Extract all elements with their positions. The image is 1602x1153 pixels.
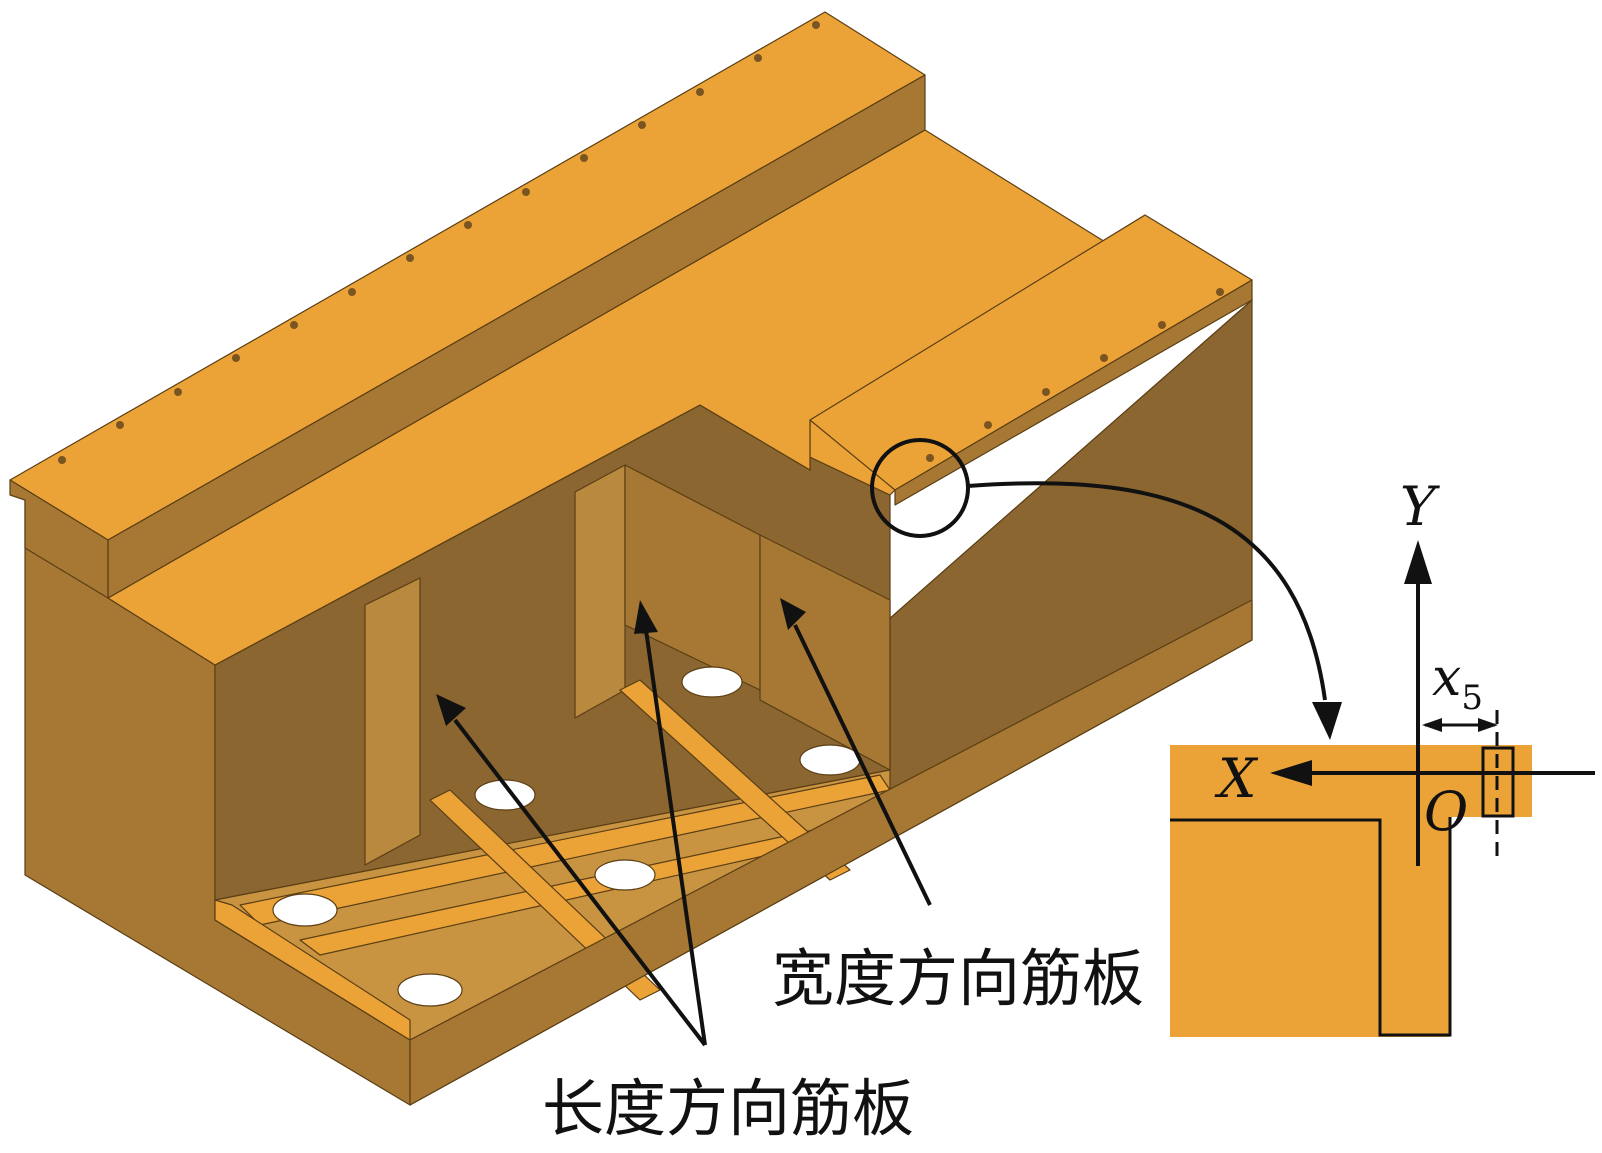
length-rib-label: 长度方向筋板 <box>542 1072 914 1145</box>
x5-label-var: x <box>1432 648 1461 708</box>
machine-bed-model <box>9 11 1253 1106</box>
bolt-hole-marker <box>1481 746 1515 818</box>
x-axis-arrowhead <box>1270 760 1312 786</box>
zoom-callout <box>870 438 1342 740</box>
length-rib-arrowhead-1 <box>436 694 466 726</box>
width-rib-arrowhead <box>780 598 806 630</box>
length-rib-leader-1 <box>453 718 707 1047</box>
length-rib-plate-1 <box>364 577 421 866</box>
origin-label: O <box>1424 780 1468 843</box>
inset-top-plate <box>1170 745 1532 817</box>
zoom-circle <box>870 438 970 538</box>
zoom-connector-arrowhead <box>1312 702 1342 740</box>
bed-bottom-front-face <box>409 599 1253 1106</box>
top-bolt-holes <box>58 21 1224 464</box>
x-axis-label: X <box>1214 747 1259 810</box>
y-axis-arrowhead <box>1404 540 1432 584</box>
inset-lower-block <box>1170 817 1450 1037</box>
bed-right-ledge-front <box>894 279 1253 506</box>
x5-label: x5 <box>1432 648 1483 718</box>
length-rib-leader-2 <box>644 629 707 1046</box>
bed-raised-step-end <box>9 479 109 599</box>
bed-front-lower-face <box>214 899 411 1041</box>
floor-holes <box>272 666 861 1007</box>
inset-profile-line <box>1170 817 1452 1037</box>
inset-detail: Y X O x5 <box>1170 475 1595 1037</box>
length-rib-plate-2 <box>574 464 626 719</box>
x5-dimension-arrow-left <box>1422 718 1442 732</box>
leader-arrows <box>436 598 932 1047</box>
x5-dimension-arrow-right <box>1478 718 1498 732</box>
bed-top-face-main <box>107 129 1111 666</box>
width-rib-leader <box>793 624 932 906</box>
width-rib-label: 宽度方向筋板 <box>772 942 1144 1015</box>
zoom-connector-curve <box>967 481 1327 701</box>
y-axis-label: Y <box>1400 475 1440 538</box>
length-rib-arrowhead-2 <box>634 600 658 634</box>
x5-label-sub: 5 <box>1461 678 1483 718</box>
